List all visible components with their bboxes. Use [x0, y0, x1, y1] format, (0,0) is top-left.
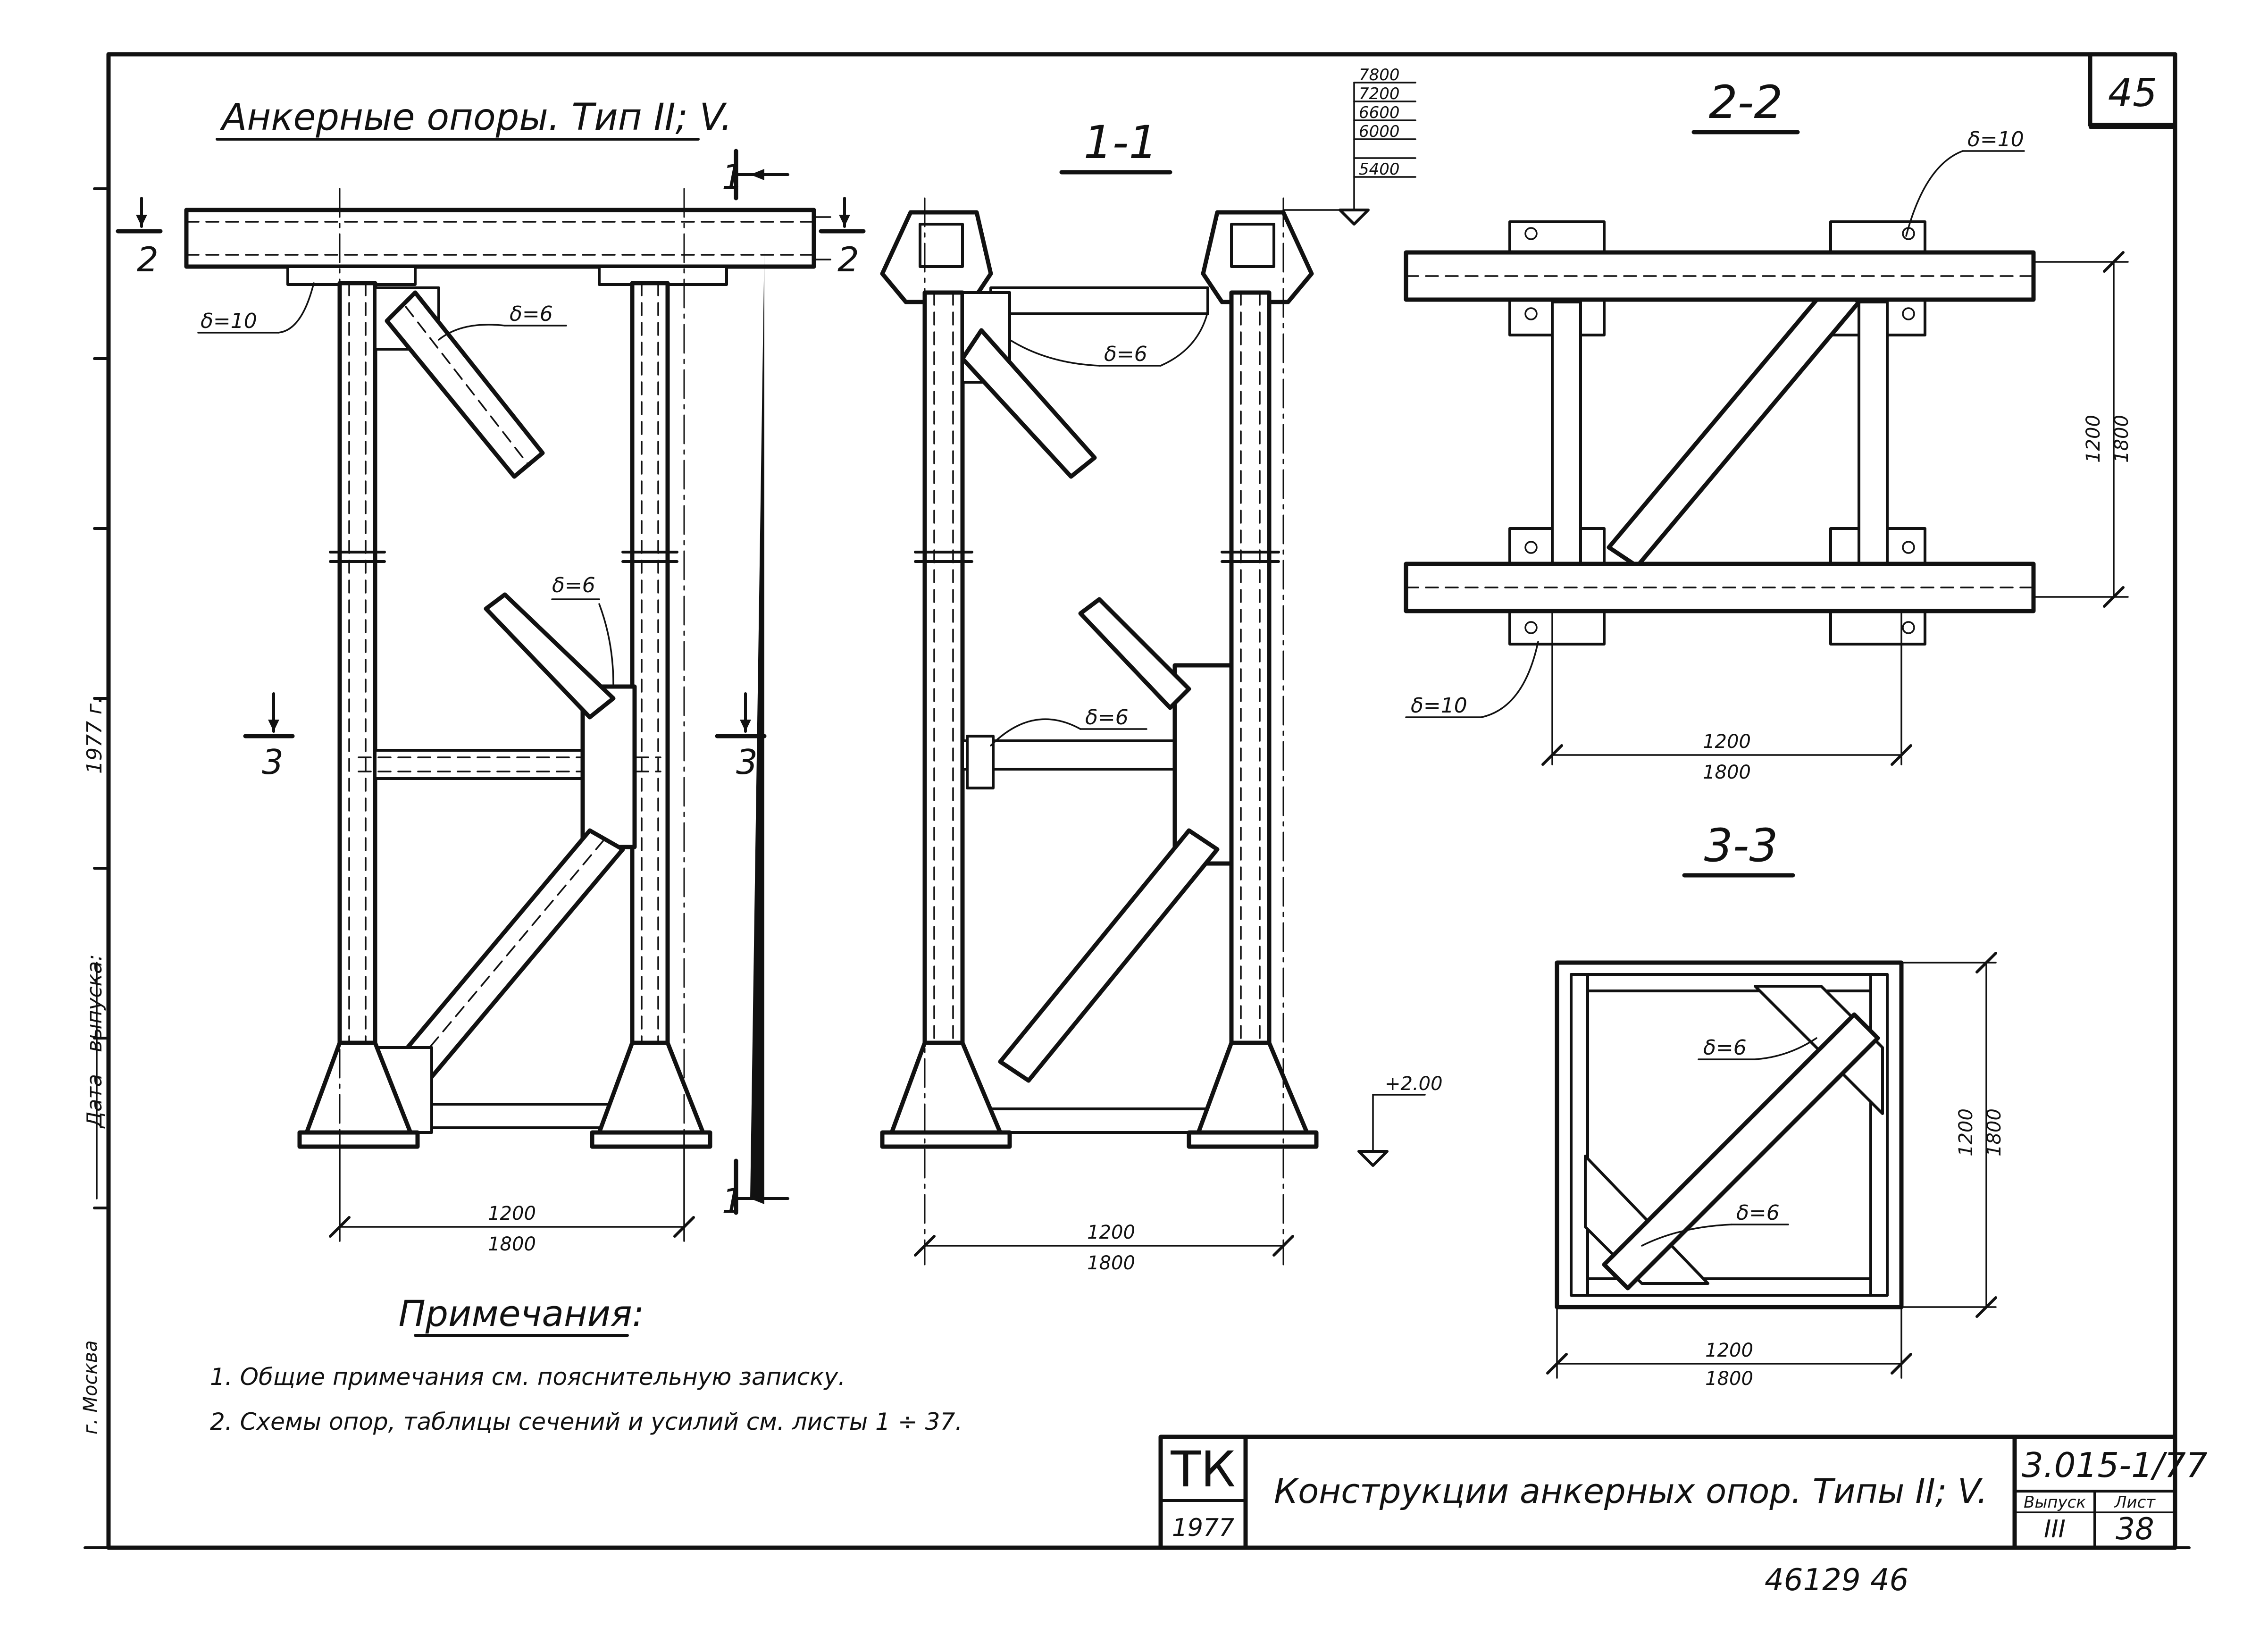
top-beam: [184, 208, 816, 269]
front-plate-d6-middle: δ=6: [552, 573, 595, 597]
s33-dim-1800-vert: 1800: [1983, 1108, 2005, 1157]
title-block-sheet-label: Лист: [2114, 1493, 2156, 1512]
s11-column-left: [922, 290, 965, 1135]
cut2-left-label: 2: [137, 240, 159, 279]
sheet-corner-box: [2088, 52, 2177, 127]
front-plate-d6-upper: δ=6: [510, 302, 553, 326]
s22-dim-1200-vert: 1200: [2083, 415, 2104, 463]
s22-dim-1200: 1200: [1703, 731, 1751, 753]
s22-beam-bottom: [1404, 562, 2036, 613]
section-2-2-title: 2-2: [1709, 76, 1783, 129]
s11-plate-d6-middle: δ=6: [1085, 705, 1129, 730]
s11-dim-1200: 1200: [1087, 1222, 1135, 1243]
elev-mark-2: 7200: [1359, 84, 1400, 103]
s33-plate-d6-lower: δ=6: [1736, 1201, 1780, 1225]
s22-plate-d10-bottom: δ=10: [1411, 694, 1467, 718]
front-plate-d10: δ=10: [201, 309, 257, 333]
column-right: [630, 281, 670, 1135]
side-stamp-city: г. Москва: [80, 1340, 101, 1434]
s33-dim-1200: 1200: [1705, 1340, 1753, 1361]
cut1-top-label: 1: [722, 157, 744, 197]
section-2-2-view: [1404, 220, 2129, 766]
title-block-issue-value: III: [2044, 1515, 2066, 1543]
section-3-3-view: [1546, 952, 1997, 1379]
elev-mark-1: 7800: [1359, 66, 1400, 84]
elev-mark-4: 6000: [1359, 122, 1400, 141]
side-stamp-date: Дата: [83, 1074, 107, 1129]
s11-lower-brace: [998, 828, 1220, 1083]
s22-beam-top: [1404, 250, 2036, 302]
elev-mark-5: 5400: [1359, 160, 1400, 179]
side-stamp-year: 1977 г.: [83, 697, 107, 774]
cut2-right-label: 2: [837, 240, 859, 279]
s11-plate-d6-upper: δ=6: [1104, 342, 1147, 366]
title-block-description: Конструкции анкерных опор. Типы II; V.: [1274, 1471, 1988, 1511]
s33-dim-1200-vert: 1200: [1955, 1108, 1977, 1157]
front-dim-1800: 1800: [488, 1233, 536, 1255]
elev-mark-bottom: +2.00: [1385, 1073, 1443, 1095]
s11-dim-1800: 1800: [1087, 1252, 1135, 1274]
notes-heading: Примечания:: [399, 1292, 644, 1334]
elevation-table: [1339, 82, 1416, 226]
drawing-title: Анкерные опоры. Тип II; V.: [219, 96, 732, 139]
elev-mark-3: 6600: [1359, 103, 1400, 122]
title-block-series: 3.015-1/77: [2022, 1445, 2208, 1485]
title-block-issue-label: Выпуск: [2024, 1493, 2086, 1512]
title-block-org: ТК: [1170, 1441, 1235, 1498]
title-block: [1158, 1434, 2177, 1550]
cut1-bottom-label: 1: [722, 1181, 744, 1221]
s33-diagonal: [1602, 1012, 1880, 1291]
s33-plate-d6-upper: δ=6: [1703, 1036, 1747, 1060]
note-1: 1. Общие примечания см. пояснительную за…: [210, 1363, 845, 1391]
side-stamp-issued: выпуска:: [83, 954, 107, 1052]
column-left: [337, 281, 377, 1135]
handwritten-numbers: 46129 46: [1765, 1563, 1908, 1598]
title-block-year: 1977: [1172, 1514, 1234, 1542]
note-2: 2. Схемы опор, таблицы сечений и усилий …: [210, 1408, 962, 1435]
s22-dim-1800-vert: 1800: [2111, 415, 2133, 463]
front-elevation-view: [184, 188, 831, 1242]
s22-dim-1800: 1800: [1703, 762, 1751, 783]
cut3-left-label: 3: [262, 742, 284, 782]
s33-dim-1800: 1800: [1705, 1368, 1753, 1390]
s22-diagonal: [1607, 281, 1861, 569]
section-1-1-view: [880, 197, 1355, 1266]
s11-column-right: [1229, 290, 1272, 1135]
middle-upper-brace: [484, 592, 616, 720]
front-dim-1200: 1200: [488, 1203, 536, 1224]
s11-upper-brace: [960, 328, 1097, 479]
cut3-right-label: 3: [736, 742, 758, 782]
cut-markers: [116, 149, 866, 1215]
section-3-3-title: 3-3: [1704, 819, 1778, 872]
s22-plate-d10-top: δ=10: [1967, 127, 2024, 151]
title-block-sheet-value: 38: [2116, 1512, 2154, 1547]
base-shoe-right: [597, 1040, 705, 1135]
section-1-1-title: 1-1: [1084, 116, 1158, 169]
sheet-corner-number: 45: [2108, 71, 2157, 116]
upper-brace: [385, 290, 545, 479]
